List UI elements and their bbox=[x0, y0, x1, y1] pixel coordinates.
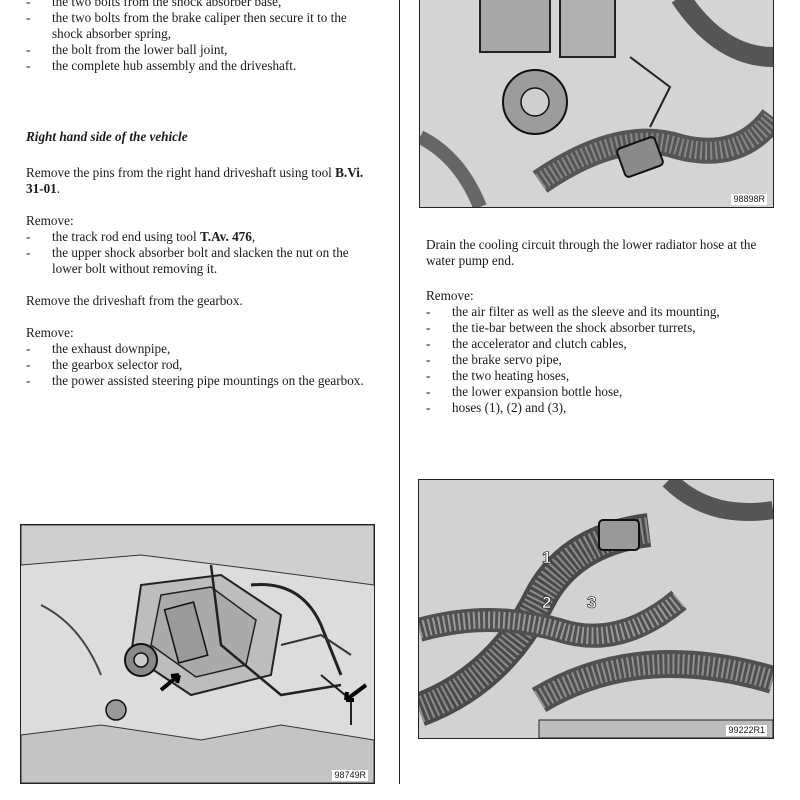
figure-reference: 98898R bbox=[731, 194, 767, 205]
list-item: the air filter as well as the sleeve and… bbox=[426, 304, 776, 320]
pins-text-end: . bbox=[56, 181, 61, 196]
remove-label: Remove: bbox=[26, 325, 74, 340]
removal-list-steering: the track rod end using tool T.Av. 476, … bbox=[26, 229, 371, 277]
list-item: the tie-bar between the shock absorber t… bbox=[426, 320, 776, 336]
pins-text: Remove the pins from the right hand driv… bbox=[26, 165, 336, 180]
gearbox-illustration bbox=[21, 525, 374, 783]
list-item: the upper shock absorber bolt and slacke… bbox=[26, 245, 371, 277]
drain-instruction: Drain the cooling circuit through the lo… bbox=[426, 237, 757, 268]
list-item: the power assisted steering pipe mountin… bbox=[26, 373, 371, 389]
list-item: hoses (1), (2) and (3), bbox=[426, 400, 776, 416]
gearbox-figure: 98749R bbox=[20, 524, 375, 784]
list-item: the two heating hoses, bbox=[426, 368, 776, 384]
list-item: the complete hub assembly and the drives… bbox=[26, 58, 371, 74]
removal-list-top: the two bolts from the shock absorber ba… bbox=[26, 0, 371, 74]
list-item: the bolt from the lower ball joint, bbox=[26, 42, 371, 58]
list-item-text: the track rod end using tool bbox=[52, 229, 200, 244]
pins-instruction: Remove the pins from the right hand driv… bbox=[26, 165, 371, 197]
figure-reference: 99222R1 bbox=[726, 725, 767, 736]
column-divider bbox=[399, 0, 400, 784]
hoses-illustration: 1 2 3 bbox=[419, 480, 773, 738]
section-heading: Right hand side of the vehicle bbox=[26, 129, 188, 144]
engine-figure-top: 98898R bbox=[419, 0, 774, 208]
removal-list-gearbox: the exhaust downpipe, the gearbox select… bbox=[26, 341, 371, 389]
remove-label: Remove: bbox=[426, 288, 474, 303]
list-item-text-end: , bbox=[251, 229, 256, 244]
list-item: the two bolts from the shock absorber ba… bbox=[26, 0, 371, 10]
tool-reference: B.Vi. 31-01 bbox=[26, 165, 364, 196]
list-item: the gearbox selector rod, bbox=[26, 357, 371, 373]
list-item: the track rod end using tool T.Av. 476, bbox=[26, 229, 371, 245]
list-item: the brake servo pipe, bbox=[426, 352, 776, 368]
remove-label: Remove: bbox=[26, 213, 74, 228]
right-column: Drain the cooling circuit through the lo… bbox=[426, 237, 776, 416]
hose-callout-2: 2 bbox=[542, 593, 551, 612]
list-item: the exhaust downpipe, bbox=[26, 341, 371, 357]
list-item: the two bolts from the brake caliper the… bbox=[26, 10, 371, 42]
hose-callout-3: 3 bbox=[587, 593, 596, 612]
list-item: the accelerator and clutch cables, bbox=[426, 336, 776, 352]
hose-callout-1: 1 bbox=[542, 548, 551, 567]
driveshaft-instruction: Remove the driveshaft from the gearbox. bbox=[26, 293, 243, 308]
list-item: the lower expansion bottle hose, bbox=[426, 384, 776, 400]
left-column: the two bolts from the shock absorber ba… bbox=[26, 0, 371, 389]
tool-reference: T.Av. 476 bbox=[199, 229, 252, 244]
figure-reference: 98749R bbox=[332, 770, 368, 781]
engine-illustration-top bbox=[420, 0, 773, 207]
removal-list-engine: the air filter as well as the sleeve and… bbox=[426, 304, 776, 416]
hoses-figure: 1 2 3 99222R1 bbox=[418, 479, 774, 739]
